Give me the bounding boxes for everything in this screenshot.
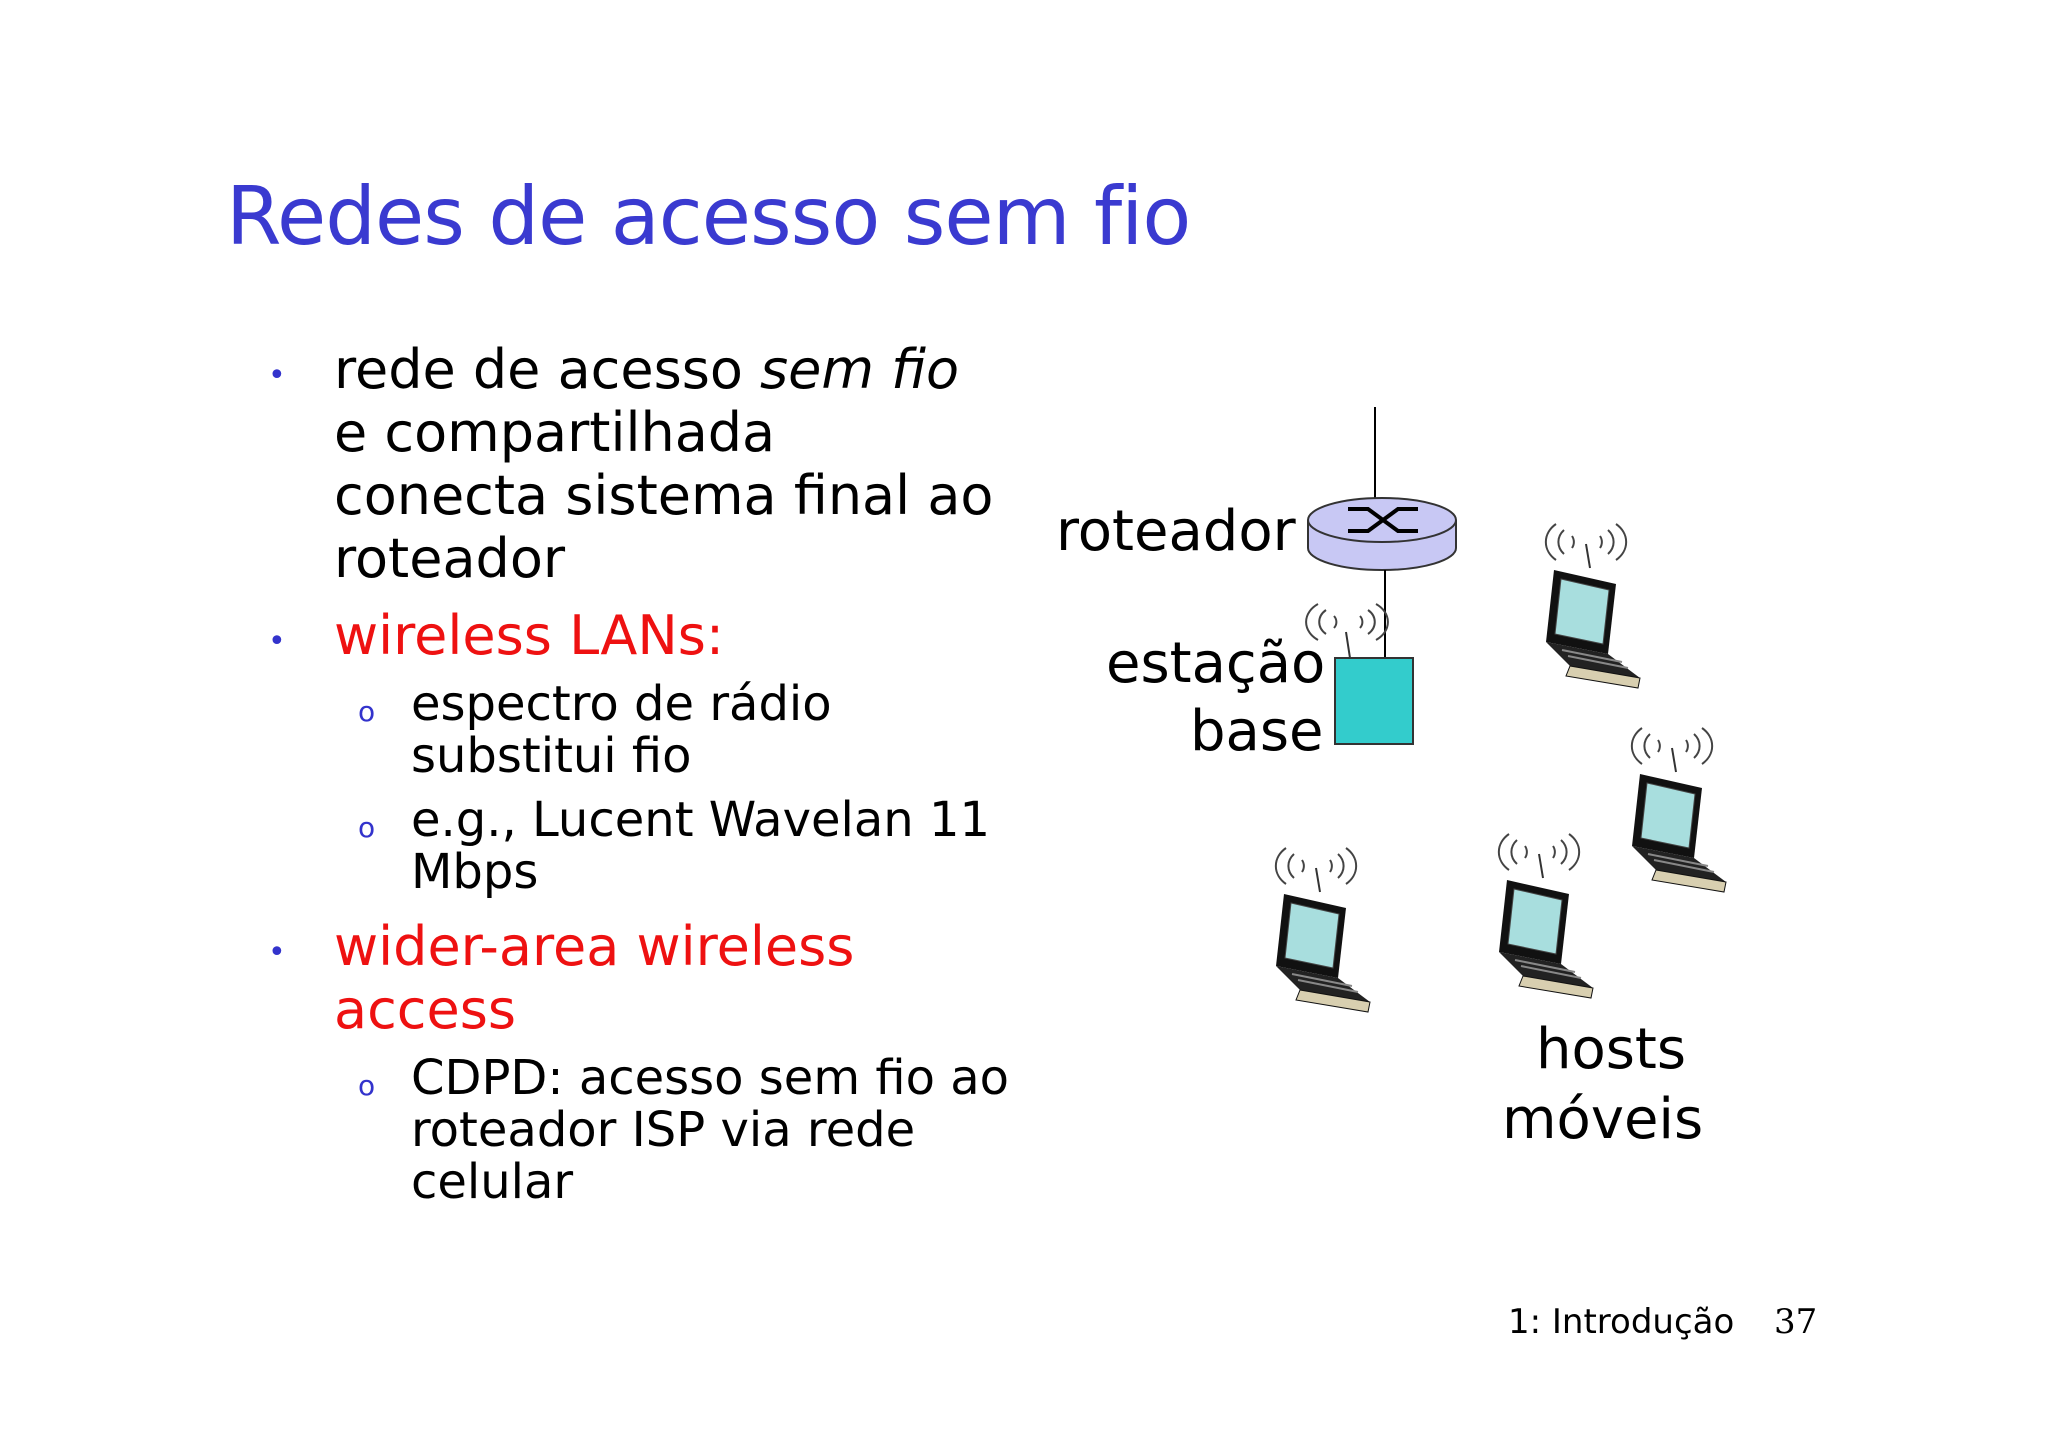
bullet-marker: • xyxy=(268,935,286,970)
router-icon xyxy=(1307,497,1457,571)
laptop-icon xyxy=(1274,847,1371,1013)
bullet-1-line-3: conecta sistema final ao xyxy=(334,464,994,527)
router-label: roteador xyxy=(1056,499,1296,564)
sub-bullet-2-line-1: e.g., Lucent Wavelan 11 xyxy=(411,792,991,848)
bullet-1-line-4: roteador xyxy=(334,527,566,590)
laptop-icon xyxy=(1497,833,1594,999)
bullet-1-line-1: rede de acesso sem fio xyxy=(334,338,959,401)
bullet-3-line-2: access xyxy=(334,978,516,1041)
hosts-label-2: móveis xyxy=(1502,1087,1704,1152)
hosts-label-1: hosts xyxy=(1536,1017,1687,1082)
base-station-label-2: base xyxy=(1190,699,1324,764)
footer-chapter: 1: Introdução xyxy=(1508,1302,1735,1342)
base-station-icon xyxy=(1305,603,1414,745)
sub-bullet-3-line-3: celular xyxy=(411,1154,574,1210)
sub-bullet-1-line-1: espectro de rádio xyxy=(411,676,832,732)
page-number: 37 xyxy=(1774,1302,1818,1342)
bullet-marker: • xyxy=(268,624,286,659)
sub-bullet-1-line-2: substitui fio xyxy=(411,728,692,784)
sub-bullet-marker: o xyxy=(358,695,376,728)
bullet-1-text-a: rede de acesso xyxy=(334,338,761,401)
sub-bullet-3-line-2: roteador ISP via rede xyxy=(411,1102,916,1158)
sub-bullet-3-line-1: CDPD: acesso sem fio ao xyxy=(411,1050,1009,1106)
bullet-1-line-2: e compartilhada xyxy=(334,401,776,464)
slide-title: Redes de acesso sem fio xyxy=(226,170,1191,263)
bullet-2-label: wireless LANs: xyxy=(334,604,725,667)
bullet-marker: • xyxy=(268,358,286,393)
base-station-label-1: estação xyxy=(1106,631,1326,696)
sub-bullet-2-line-2: Mbps xyxy=(411,844,539,900)
sub-bullet-marker: o xyxy=(358,1069,376,1102)
laptop-icon xyxy=(1544,523,1641,689)
bullet-1-emphasis: sem fio xyxy=(760,338,960,401)
laptop-icon xyxy=(1630,727,1727,893)
sub-bullet-marker: o xyxy=(358,811,376,844)
bullet-3-line-1: wider-area wireless xyxy=(334,915,855,978)
